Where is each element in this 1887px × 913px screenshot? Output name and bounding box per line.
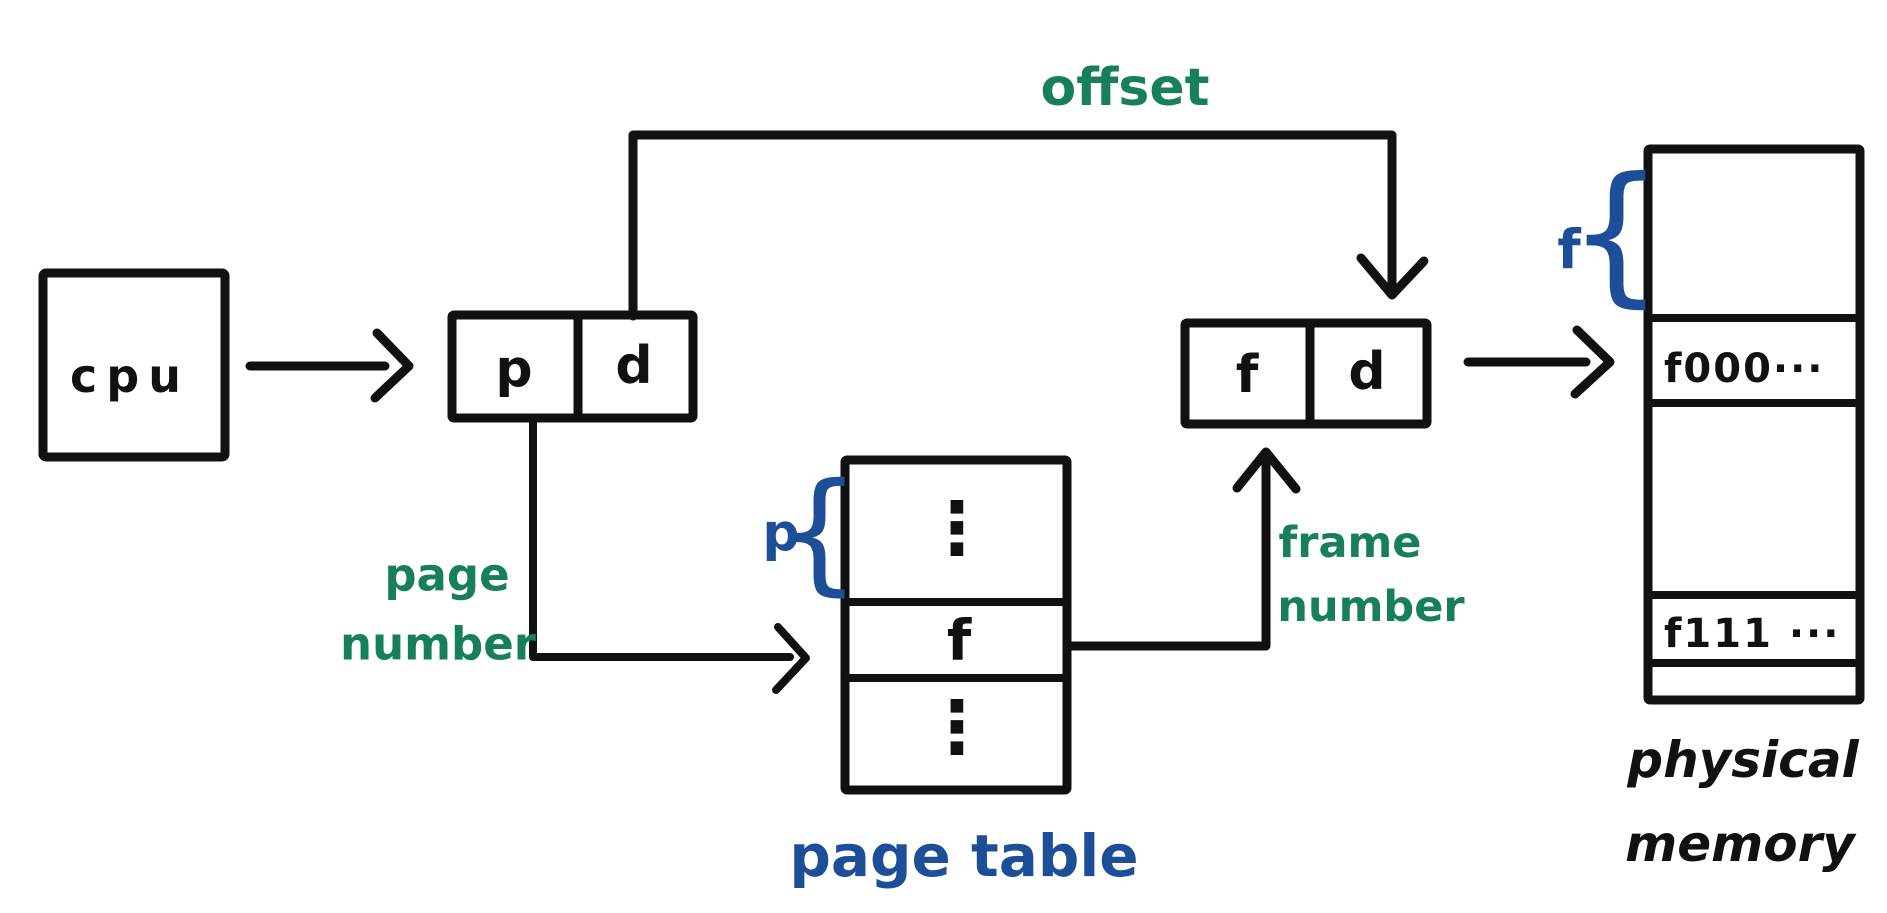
frame-number-label-line2: number xyxy=(1277,582,1465,632)
physical-memory-frame-brace: { xyxy=(1568,145,1665,322)
offset-label: offset xyxy=(1041,58,1210,118)
page-number-flow-arrow xyxy=(529,415,810,694)
physical-address-frame-field: f xyxy=(1236,345,1260,405)
offset-flow-arrow xyxy=(628,130,1429,321)
logical-address-box xyxy=(447,310,698,423)
physical-address-box-group: f d xyxy=(1180,318,1432,429)
page-table-brace-label: p xyxy=(762,503,799,563)
arrow-cpu-to-logical-address xyxy=(245,328,414,403)
page-table-group: ⋮ f ⋮ { p page table xyxy=(762,455,1138,890)
page-table-row-ellipsis-bottom: ⋮ xyxy=(921,685,993,769)
logical-address-box-group: p d xyxy=(447,310,698,423)
cpu-label: cpu xyxy=(70,349,190,403)
physical-memory-caption-line1: physical xyxy=(1626,731,1859,789)
frame-number-flow-arrow xyxy=(1062,447,1301,651)
page-number-label-line1: page xyxy=(384,549,509,602)
page-table-box xyxy=(840,455,1072,795)
physical-memory-caption-line2: memory xyxy=(1625,815,1857,873)
physical-address-displacement-field: d xyxy=(1348,342,1385,402)
cpu-box-group: cpu xyxy=(38,268,230,462)
page-table-caption: page table xyxy=(789,822,1138,890)
cpu-box xyxy=(38,268,230,462)
arrow-physical-address-to-memory xyxy=(1463,325,1615,399)
physical-memory-group: f000··· f111 ··· { f physical memory xyxy=(1557,144,1865,873)
physical-memory-frame-f111: f111 ··· xyxy=(1664,611,1840,657)
physical-memory-box xyxy=(1643,144,1865,705)
page-table-row-ellipsis-top: ⋮ xyxy=(921,486,993,570)
page-number-label-line2: number xyxy=(340,618,537,671)
page-table-brace: { xyxy=(777,455,861,609)
page-table-entry-f: f xyxy=(947,609,972,674)
physical-memory-frame-f000: f000··· xyxy=(1664,346,1824,392)
logical-address-page-field: p xyxy=(495,339,532,399)
physical-memory-frame-brace-label: f xyxy=(1557,219,1581,282)
frame-number-label-line1: frame xyxy=(1279,518,1422,568)
logical-address-displacement-field: d xyxy=(615,336,652,396)
